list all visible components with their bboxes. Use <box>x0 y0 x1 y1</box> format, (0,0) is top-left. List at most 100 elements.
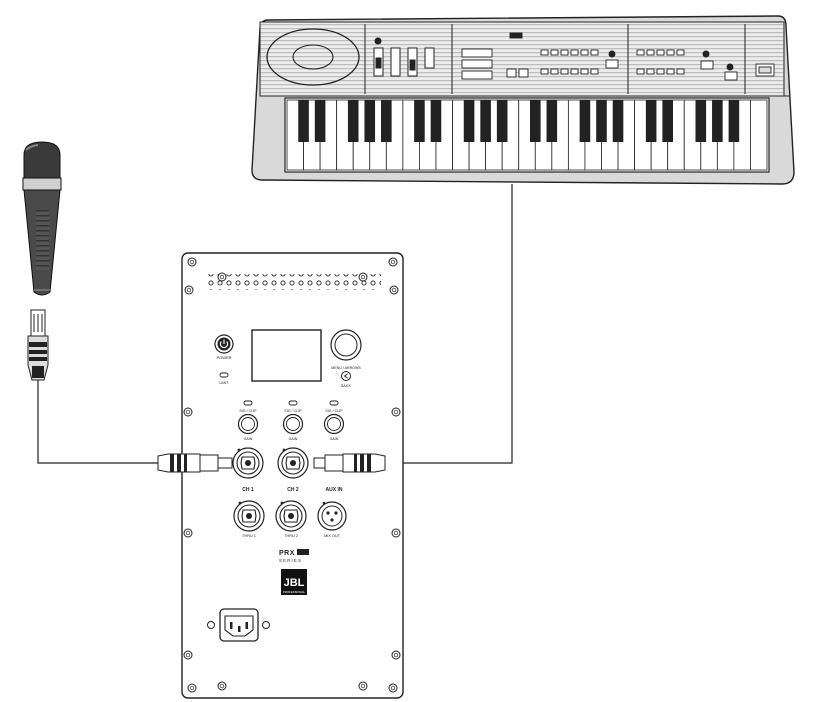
jbl-logo-text: JBL <box>284 577 305 589</box>
cables <box>37 184 513 464</box>
panel-screw-head <box>360 274 366 280</box>
panel-screw <box>389 285 399 295</box>
keyboard-sliders <box>373 37 435 77</box>
limit-indicator <box>219 372 229 378</box>
black-keys <box>298 100 740 142</box>
black-key <box>347 100 359 142</box>
menu-label: MENU / ARROWS <box>331 366 361 370</box>
ch1-xlr-plug <box>157 453 233 473</box>
jbl-professional-text: PROFESSIONAL <box>283 590 305 594</box>
black-key <box>298 100 309 142</box>
jack-latch <box>237 448 241 452</box>
white-key <box>750 99 768 171</box>
keyboard-buttons <box>461 32 775 81</box>
jack-center <box>290 460 296 466</box>
panel-screw <box>183 528 193 538</box>
panel-screw <box>184 285 194 295</box>
black-key <box>529 100 541 142</box>
panel-screw <box>187 683 197 693</box>
sig-clip-led <box>329 400 339 406</box>
panel-screw-head <box>390 685 396 691</box>
black-key <box>579 100 591 142</box>
white-keys <box>286 99 768 171</box>
back-button[interactable] <box>341 371 351 381</box>
power-button[interactable] <box>214 334 234 354</box>
mix-out-jack[interactable] <box>317 501 347 531</box>
black-key <box>430 100 442 142</box>
black-key <box>728 100 740 142</box>
jack-latch <box>280 501 284 505</box>
panel-screw <box>391 528 401 538</box>
series-logo: PRX SERIES <box>279 549 309 563</box>
panel-screw <box>183 650 193 660</box>
keyboard <box>251 15 795 185</box>
limit-label: LIMIT <box>219 381 229 385</box>
back-label: BACK <box>341 384 351 388</box>
panel-screw <box>183 407 193 417</box>
lcd-display <box>251 329 322 382</box>
power-label: POWER <box>216 355 231 360</box>
panel-screw-head <box>393 652 399 658</box>
black-key <box>662 100 673 142</box>
ch1-input-jack[interactable] <box>232 447 264 479</box>
black-key <box>314 100 326 142</box>
panel-screw-head <box>185 530 191 536</box>
panel-screw-head <box>360 683 366 689</box>
black-key <box>645 100 657 142</box>
sig-clip-led <box>243 400 253 406</box>
panel-screw-head <box>390 259 396 265</box>
sig-clip-led <box>288 400 298 406</box>
black-key <box>496 100 508 142</box>
gain-label: GAIN <box>289 437 298 441</box>
jack-center <box>288 513 294 519</box>
panel-screw <box>217 681 227 691</box>
black-key <box>381 100 392 142</box>
jack-latch <box>282 448 286 452</box>
mic-cable <box>37 380 158 464</box>
ch1-label: CH 1 <box>242 487 254 493</box>
sig-clip-label: SIG / CLIP <box>239 409 257 413</box>
panel-screw <box>391 650 401 660</box>
panel-screw-head <box>189 259 195 265</box>
series-word-text: SERIES <box>279 558 302 563</box>
black-key <box>414 100 425 142</box>
black-key <box>612 100 624 142</box>
thru2-label: THRU 2 <box>284 534 298 538</box>
black-key <box>546 100 558 142</box>
speaker-rear-panel: POWER LIMIT MENU / ARROWS BACK SIG / CLI… <box>181 252 404 699</box>
thru1-output-jack[interactable] <box>233 500 265 532</box>
ch2-xlr-plug <box>313 453 386 473</box>
ch2-input-jack[interactable] <box>277 447 309 479</box>
panel-screw <box>187 257 197 267</box>
black-key <box>480 100 491 142</box>
panel-screw <box>388 683 398 693</box>
panel-screw-head <box>391 287 397 293</box>
panel-screw-head <box>185 409 191 415</box>
gain-knob-cap <box>241 417 255 431</box>
black-key <box>712 100 723 142</box>
thru2-output-jack[interactable] <box>275 500 307 532</box>
panel-screw <box>217 272 227 282</box>
iec-power-inlet-icon[interactable] <box>207 608 270 642</box>
panel-screw <box>358 681 368 691</box>
panel-screw-head <box>393 409 399 415</box>
jbl-logo: JBL PROFESSIONAL <box>281 569 307 595</box>
jack-latch <box>238 501 242 505</box>
menu-encoder-knob[interactable] <box>330 329 362 361</box>
panel-screw-head <box>219 683 225 689</box>
jack-center <box>245 460 251 466</box>
back-icon <box>343 373 348 379</box>
panel-screw-head <box>189 685 195 691</box>
panel-screw-head <box>219 274 225 280</box>
gain-label: GAIN <box>330 437 339 441</box>
black-key <box>695 100 707 142</box>
panel-screw <box>388 257 398 267</box>
black-key <box>364 100 376 142</box>
gain-knob-cap <box>327 417 341 431</box>
microphone <box>22 141 62 296</box>
panel-screw-head <box>393 530 399 536</box>
jack-center <box>246 513 252 519</box>
black-key <box>596 100 607 142</box>
aux-in-label: AUX IN <box>326 487 343 493</box>
